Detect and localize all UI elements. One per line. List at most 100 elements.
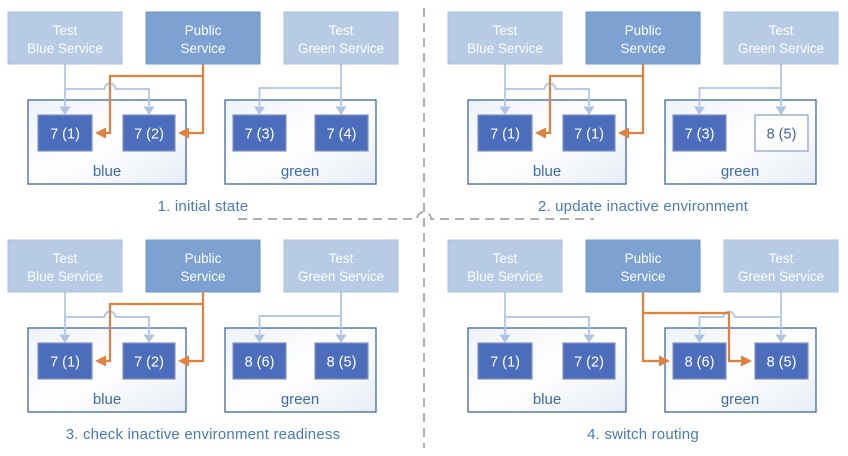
- test-green-service-wire: [694, 64, 787, 115]
- arrowhead: [694, 334, 705, 343]
- pod: 7 (1): [37, 114, 93, 152]
- svg-text:7 (4): 7 (4): [327, 127, 357, 143]
- svg-text:Test: Test: [769, 23, 794, 38]
- test-green-service-wire: [254, 292, 347, 343]
- svg-text:Blue Service: Blue Service: [27, 41, 103, 56]
- panel-2-diagram: blue green 7 (1) 7 (1) 7 (3) 8 (5): [447, 11, 839, 185]
- svg-text:Test: Test: [493, 23, 518, 38]
- svg-text:7 (1): 7 (1): [574, 127, 604, 143]
- svg-text:Service: Service: [620, 269, 665, 284]
- pod: 8 (6): [232, 342, 287, 380]
- pod: 7 (1): [37, 342, 93, 380]
- panel-2: blue green 7 (1) 7 (1) 7 (3) 8 (5): [446, 8, 840, 222]
- test-green-service-wire: [254, 64, 347, 115]
- blue-environment-label: blue: [93, 391, 121, 408]
- arrowhead: [254, 334, 265, 343]
- arrowhead: [659, 355, 670, 367]
- svg-text:7 (1): 7 (1): [490, 127, 520, 143]
- test-green-service-box: Test Green Service: [283, 239, 399, 293]
- svg-text:Test: Test: [769, 251, 794, 266]
- green-environment-label: green: [281, 163, 319, 180]
- public-service-route-wire: [95, 64, 205, 139]
- panel-caption: 2. update inactive environment: [537, 198, 749, 215]
- public-service-box: Public Service: [585, 11, 701, 65]
- blue-environment-label: blue: [533, 163, 561, 180]
- panel-3: blue green 7 (1) 7 (2) 8 (6) 8 (5): [6, 236, 400, 450]
- panel-4-diagram: blue green 7 (1) 7 (2) 8 (6) 8 (5): [447, 239, 839, 413]
- arrowhead: [535, 127, 546, 139]
- svg-text:Green Service: Green Service: [298, 41, 384, 56]
- test-blue-service-wire: [499, 292, 595, 343]
- svg-text:Public: Public: [625, 251, 662, 266]
- test-blue-service-box: Test Blue Service: [7, 11, 123, 65]
- test-green-service-box: Test Green Service: [723, 11, 839, 65]
- arrowhead: [178, 355, 189, 367]
- svg-text:Test: Test: [53, 251, 78, 266]
- svg-text:8 (5): 8 (5): [767, 355, 797, 371]
- arrowhead: [335, 334, 347, 343]
- panel-1: blue green 7 (1) 7 (2) 7 (3) 7 (4): [6, 8, 400, 222]
- arrowhead: [143, 334, 155, 343]
- arrowhead: [694, 106, 705, 115]
- svg-text:Public: Public: [185, 23, 222, 38]
- arrowhead: [775, 106, 787, 115]
- arrowhead: [254, 106, 265, 115]
- arrowhead: [741, 355, 752, 367]
- pod: 7 (4): [314, 114, 369, 152]
- pod: 7 (1): [477, 114, 533, 152]
- green-environment-label: green: [721, 163, 759, 180]
- pod: 8 (5): [754, 342, 809, 380]
- svg-text:Test: Test: [493, 251, 518, 266]
- arrowhead: [775, 334, 787, 343]
- svg-text:Public: Public: [625, 23, 662, 38]
- svg-text:7 (3): 7 (3): [245, 127, 275, 143]
- svg-text:8 (5): 8 (5): [327, 355, 357, 371]
- arrowhead: [335, 106, 347, 115]
- svg-text:7 (1): 7 (1): [50, 355, 80, 371]
- green-environment-label: green: [281, 391, 319, 408]
- svg-text:Test: Test: [53, 23, 78, 38]
- public-service-route-wire: [95, 292, 205, 367]
- public-service-route-wire: [535, 64, 645, 139]
- arrowhead: [143, 106, 155, 115]
- arrowhead: [583, 106, 595, 115]
- svg-text:8 (5): 8 (5): [767, 127, 797, 143]
- svg-text:7 (3): 7 (3): [685, 127, 715, 143]
- public-service-box: Public Service: [145, 239, 261, 293]
- panel-caption: 4. switch routing: [587, 426, 699, 443]
- svg-text:7 (2): 7 (2): [134, 355, 164, 371]
- svg-text:7 (1): 7 (1): [50, 127, 80, 143]
- blue-environment-label: blue: [93, 163, 121, 180]
- svg-text:Blue Service: Blue Service: [467, 41, 543, 56]
- panel-3-diagram: blue green 7 (1) 7 (2) 8 (6) 8 (5): [7, 239, 399, 413]
- svg-text:8 (6): 8 (6): [685, 355, 715, 371]
- public-service-route-wire: [641, 292, 752, 367]
- svg-text:Service: Service: [180, 41, 225, 56]
- pod: 8 (5): [314, 342, 369, 380]
- svg-text:Public: Public: [185, 251, 222, 266]
- arrowhead: [618, 127, 629, 139]
- svg-text:Service: Service: [180, 269, 225, 284]
- pod: 7 (3): [672, 114, 727, 152]
- svg-text:7 (1): 7 (1): [490, 355, 520, 371]
- svg-text:Green Service: Green Service: [738, 269, 824, 284]
- pod: 7 (2): [562, 342, 616, 380]
- pod: 7 (1): [477, 342, 533, 380]
- arrowhead: [499, 106, 511, 115]
- pod: 7 (2): [122, 114, 176, 152]
- public-service-box: Public Service: [145, 11, 261, 65]
- pod: 7 (2): [122, 342, 176, 380]
- arrowhead: [499, 334, 511, 343]
- blue-environment-label: blue: [533, 391, 561, 408]
- svg-text:Green Service: Green Service: [738, 41, 824, 56]
- svg-text:Blue Service: Blue Service: [27, 269, 103, 284]
- svg-text:Service: Service: [620, 41, 665, 56]
- green-environment-label: green: [721, 391, 759, 408]
- test-blue-service-box: Test Blue Service: [447, 239, 563, 293]
- panel-caption: 1. initial state: [157, 198, 249, 215]
- panel-4: blue green 7 (1) 7 (2) 8 (6) 8 (5): [446, 236, 840, 450]
- pod: 7 (1): [562, 114, 616, 152]
- arrowhead: [95, 127, 106, 139]
- pod-creating: 8 (5): [754, 114, 809, 152]
